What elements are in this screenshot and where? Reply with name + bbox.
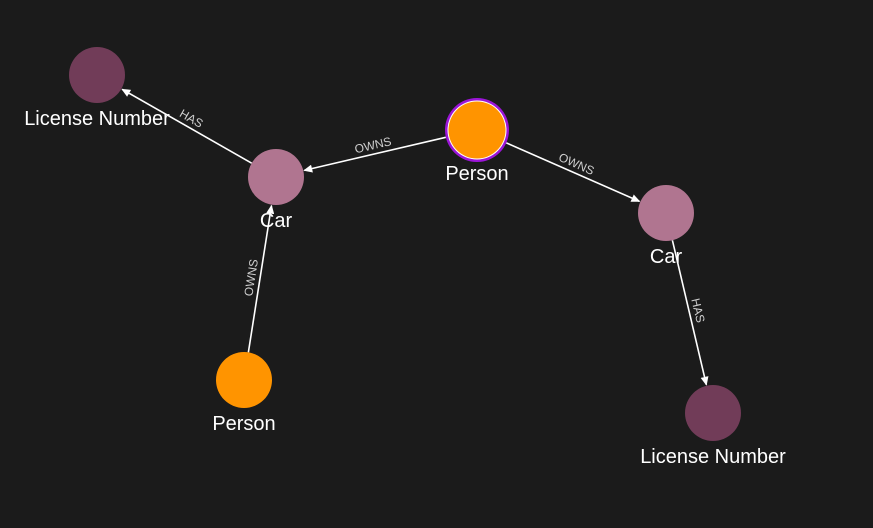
edge-owns[interactable]: OWNS — [505, 142, 641, 203]
node-circle[interactable] — [248, 149, 304, 205]
edge-label: OWNS — [241, 258, 261, 297]
node-person[interactable]: Person — [445, 98, 509, 185]
node-license[interactable]: License Number — [640, 385, 786, 468]
edge-line[interactable] — [505, 142, 641, 203]
node-label: Car — [260, 210, 293, 232]
node-label: Person — [445, 163, 508, 185]
node-license[interactable]: License Number — [24, 47, 170, 130]
node-circle[interactable] — [638, 185, 694, 241]
edge-owns[interactable]: OWNS — [303, 134, 447, 173]
edge-has[interactable]: HAS — [671, 240, 709, 386]
edge-line[interactable] — [303, 136, 447, 173]
node-circle[interactable] — [448, 101, 506, 159]
node-label: License Number — [640, 446, 786, 468]
edge-label: HAS — [688, 297, 707, 324]
edges-layer: HAS OWNS OWNS OWNS HAS — [121, 88, 709, 386]
node-label: Car — [650, 246, 683, 268]
node-circle[interactable] — [69, 47, 125, 103]
nodes-layer: License NumberCarPersonCarPersonLicense … — [24, 47, 786, 468]
node-circle[interactable] — [216, 352, 272, 408]
node-label: License Number — [24, 108, 170, 130]
edge-owns[interactable]: OWNS — [241, 204, 275, 353]
node-label: Person — [212, 413, 275, 435]
edge-line[interactable] — [121, 88, 253, 164]
node-circle[interactable] — [685, 385, 741, 441]
node-car[interactable]: Car — [638, 185, 694, 268]
edge-label: HAS — [177, 106, 205, 130]
node-person[interactable]: Person — [212, 352, 276, 435]
edge-line[interactable] — [671, 240, 709, 386]
edge-line[interactable] — [247, 204, 275, 353]
node-car[interactable]: Car — [248, 149, 304, 232]
edge-label: OWNS — [353, 134, 393, 156]
